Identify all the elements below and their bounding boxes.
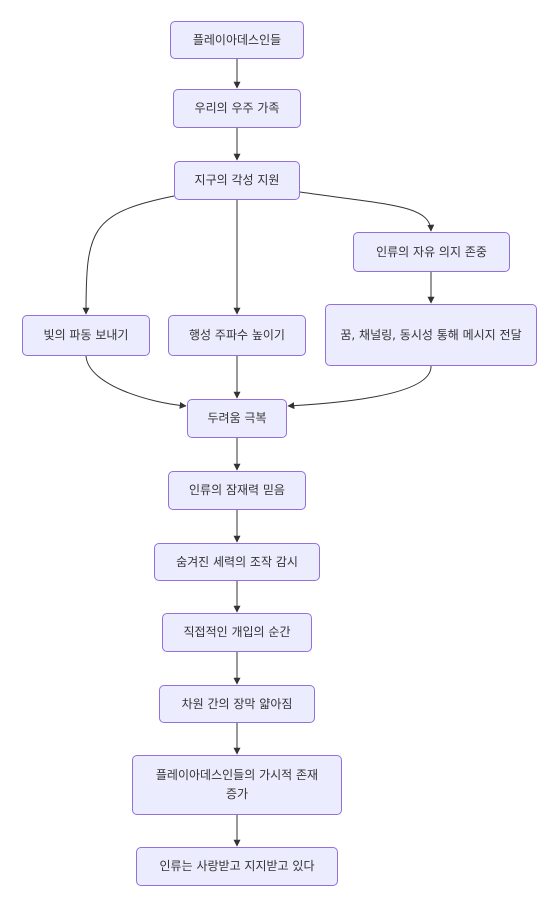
node-intervention-moment: 직접적인 개입의 순간 [162,613,312,652]
node-visible-presence: 플레이아데스인들의 가시적 존재 증가 [132,755,342,815]
node-messages: 꿈, 채널링, 동시성 통해 메시지 전달 [325,304,537,366]
node-label: 플레이아데스인들의 가시적 존재 증가 [155,768,319,801]
node-pleiadians: 플레이아데스인들 [170,21,304,59]
edge-ascension-to-light-waves [82,195,175,315]
node-earth-ascension: 지구의 각성 지원 [174,161,300,200]
node-label: 두려움 극복 [207,411,267,425]
node-label: 차원 간의 장막 얇아짐 [181,696,293,711]
edge-messages-to-fear [287,365,432,410]
node-label: 지구의 각성 지원 [194,173,280,187]
node-label: 직접적인 개입의 순간 [183,625,291,639]
node-label: 우리의 우주 가족 [194,101,280,115]
node-label: 숨겨진 세력의 조작 감시 [176,554,298,569]
node-planet-frequency: 행성 주파수 높이기 [168,315,306,356]
node-overcome-fear: 두려움 극복 [187,399,287,438]
edge-light-waves-to-fear [85,355,187,409]
node-label: 인류의 잠재력 믿음 [189,483,285,497]
node-veil-thinning: 차원 간의 장막 얇아짐 [159,685,315,723]
node-humanity-loved: 인류는 사랑받고 지지받고 있다 [136,847,338,886]
node-label: 꿈, 채널링, 동시성 통해 메시지 전달 [340,327,522,342]
node-label: 인류의 자유 의지 존중 [376,244,487,259]
node-free-will: 인류의 자유 의지 존중 [353,232,510,272]
node-label: 플레이아데스인들 [192,32,282,47]
node-label: 빛의 파동 보내기 [43,328,129,342]
node-light-waves: 빛의 파동 보내기 [22,315,150,356]
edge-ascension-to-free-will [299,191,435,232]
node-label: 인류는 사랑받고 지지받고 있다 [159,859,315,873]
node-label: 행성 주파수 높이기 [189,328,285,342]
node-universe-family: 우리의 우주 가족 [173,89,301,128]
node-monitor-forces: 숨겨진 세력의 조작 감시 [154,543,320,581]
node-believe-potential: 인류의 잠재력 믿음 [168,471,306,510]
